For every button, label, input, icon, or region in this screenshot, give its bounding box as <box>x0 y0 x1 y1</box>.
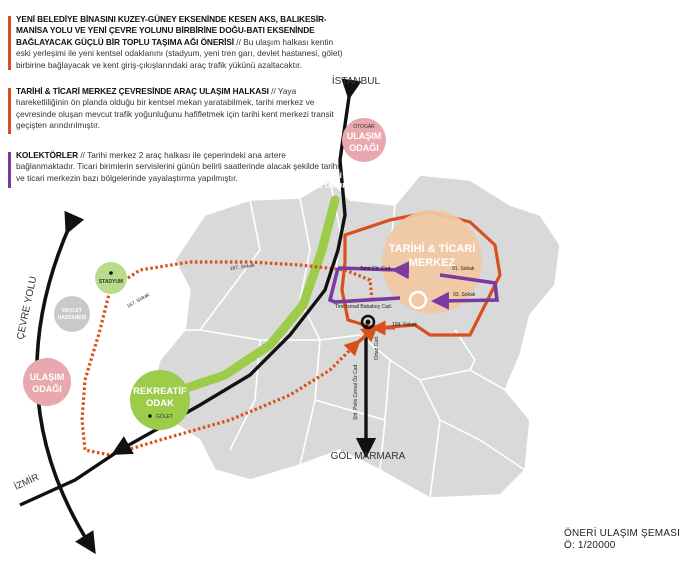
svg-text:167. Sokak: 167. Sokak <box>229 262 255 271</box>
rekreatif-odak-node: REKREATİF ODAK GÖLET <box>130 370 190 430</box>
hub-node-inner <box>365 319 371 325</box>
devlet-hastanesi-node: DEVLET HASTANESİ <box>54 296 90 332</box>
svg-text:ULAŞIM: ULAŞIM <box>30 372 65 382</box>
hub-node <box>360 314 376 330</box>
legend-title: YENİ BELEDİYE BİNASINI KUZEY-GÜNEY EKSEN… <box>16 14 327 47</box>
svg-text:OTOGAR: OTOGAR <box>353 124 375 130</box>
stadyum-node: STADYUM <box>95 262 127 294</box>
historic-core-label-2: MERKEZ <box>409 257 456 269</box>
cevre-yolu-label: ÇEVRE YOLU <box>15 275 39 340</box>
center-node <box>408 290 428 310</box>
svg-text:ODAĞI: ODAĞI <box>32 383 62 394</box>
legend-historic-ring: TARİHİ & TİCARİ MERKEZ ÇEVRESİNDE ARAÇ U… <box>8 86 343 134</box>
svg-text:DEVLET: DEVLET <box>62 308 82 314</box>
legend-title: KOLEKTÖRLER <box>16 150 79 160</box>
svg-text:167. Sokak: 167. Sokak <box>126 292 151 310</box>
map-scale-text: Ö: 1/20000 <box>564 540 616 551</box>
legend-transit-network: YENİ BELEDİYE BİNASINI KUZEY-GÜNEY EKSEN… <box>8 14 343 71</box>
svg-text:HASTANESİ: HASTANESİ <box>58 314 87 321</box>
city-district-area <box>149 174 561 499</box>
map-title-text: ÖNERİ ULAŞIM ŞEMASI <box>564 528 681 539</box>
gol-marmara-label: GÖL MARMARA <box>331 450 406 462</box>
izmir-label: İZMİR <box>13 472 41 493</box>
legend-collectors: KOLEKTÖRLER // Tarihi merkez 2 araç halk… <box>8 150 343 188</box>
svg-text:Talat Cd. Cad.: Talat Cd. Cad. <box>360 266 392 272</box>
svg-text:REKREATİF: REKREATİF <box>133 386 187 397</box>
historic-core-area <box>382 210 482 314</box>
svg-text:ODAĞI: ODAĞI <box>349 142 379 153</box>
svg-text:STADYUM: STADYUM <box>99 279 123 285</box>
svg-text:Tirel İsmail Bababoy Cad.: Tirel İsmail Bababoy Cad. <box>335 303 392 310</box>
svg-text:GÖLET: GÖLET <box>156 413 173 420</box>
historic-core-label: TARİHİ & TİCARİ <box>389 242 476 255</box>
legend-text: // Bu ulaşım halkası kentin eski yerleşi… <box>16 36 343 70</box>
legend-swatch-orange <box>8 16 11 70</box>
legend-swatch-orange <box>8 88 11 134</box>
svg-text:ULAŞIM: ULAŞIM <box>347 131 382 141</box>
green-backbone-label: ÖNERİ <box>318 171 342 180</box>
izmir-road <box>19 448 121 507</box>
ulasim-odagi-otogar: OTOGAR ULAŞIM ODAĞI <box>342 118 386 162</box>
main-north-south-axis <box>111 78 362 456</box>
svg-text:93. Sokak: 93. Sokak <box>453 292 476 298</box>
ulasim-odagi-west: ULAŞIM ODAĞI <box>23 358 71 406</box>
connector-arrow-south <box>353 324 379 347</box>
legend-title: TARİHİ & TİCARİ MERKEZ ÇEVRESİNDE ARAÇ U… <box>16 86 269 96</box>
legend-text: // Tarihi merkez 2 araç halkası ile çepe… <box>16 150 340 183</box>
svg-text:Ortaz Cad.: Ortaz Cad. <box>374 336 380 360</box>
legend-swatch-purple <box>8 152 11 188</box>
svg-text:159. Sokak: 159. Sokak <box>392 322 418 328</box>
svg-text:91. Sokak: 91. Sokak <box>452 266 475 272</box>
map-title: ÖNERİ ULAŞIM ŞEMASI Ö: 1/20000 <box>564 528 680 552</box>
green-backbone-label-2: YEŞİL OMURGA <box>301 181 359 190</box>
collector-loop-east <box>431 273 500 310</box>
svg-text:Şht. Polis Cemal Öz Cad.: Şht. Polis Cemal Öz Cad. <box>352 363 359 420</box>
legend-text: // Yaya hareketliliğinin ön planda olduğ… <box>16 86 334 131</box>
svg-text:ODAK: ODAK <box>146 398 174 409</box>
istanbul-label: İSTANBUL <box>332 74 381 87</box>
